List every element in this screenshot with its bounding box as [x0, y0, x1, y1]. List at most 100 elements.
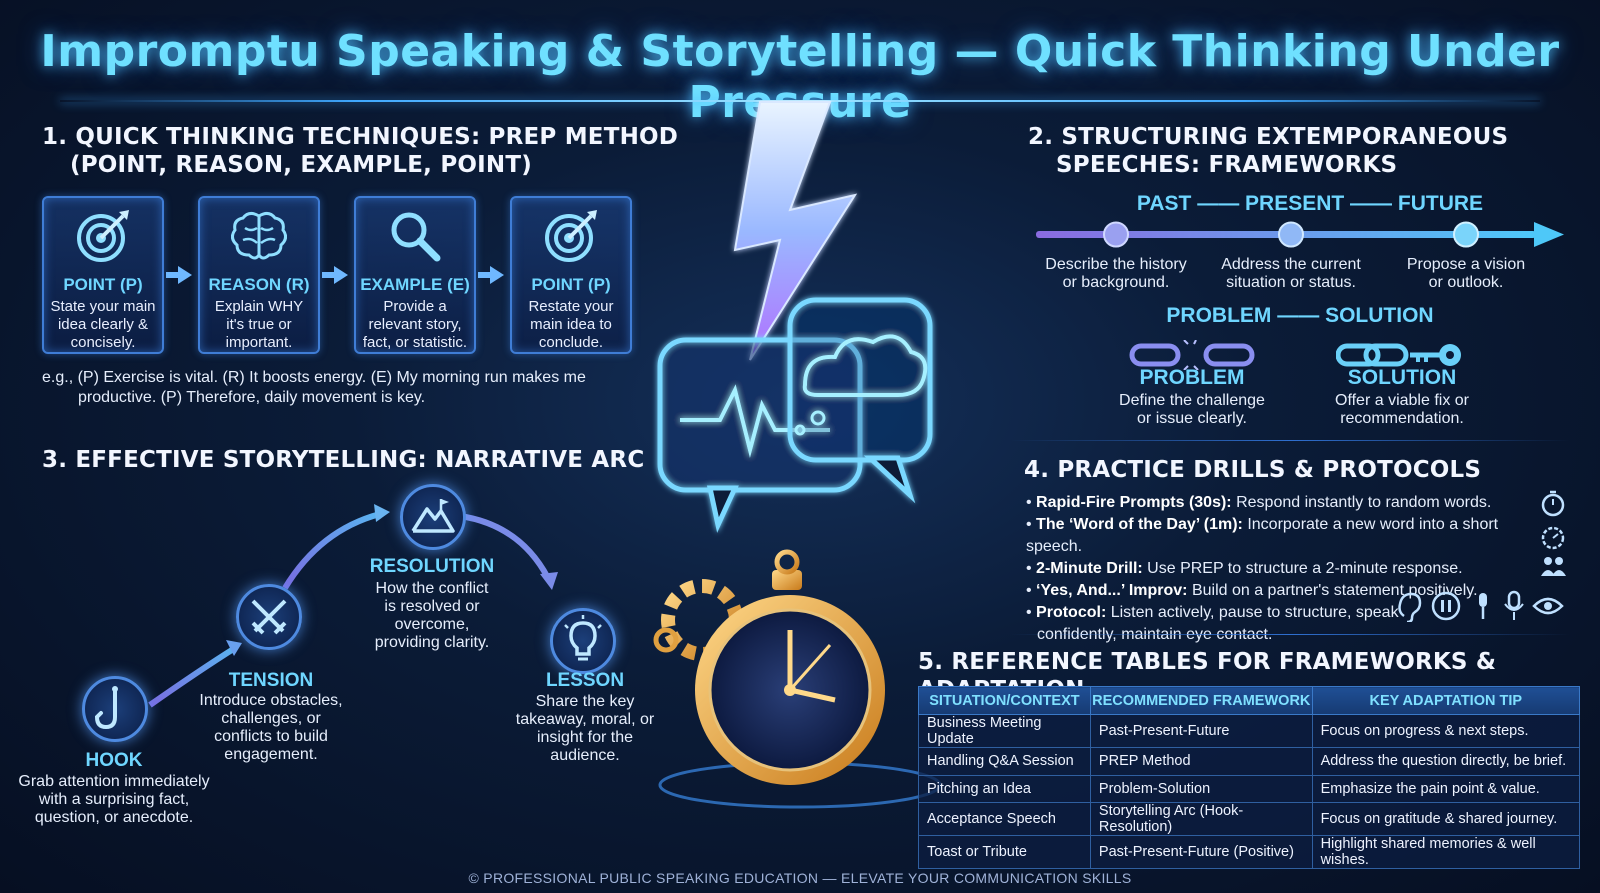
table-cell: Focus on gratitude & shared journey. — [1311, 802, 1581, 836]
lightbulb-icon — [564, 615, 602, 661]
timer-icon — [1541, 526, 1565, 550]
prep-example: e.g., (P) Exercise is vital. (R) It boos… — [42, 369, 586, 406]
table-cell: Handling Q&A Session — [918, 747, 1091, 776]
crossed-swords-icon — [251, 599, 287, 635]
table-cell: Focus on progress & next steps. — [1311, 714, 1581, 748]
prep-step-point: POINT (P) State your main idea clearly &… — [42, 196, 164, 354]
solution-desc: Offer a viable fix or recommendation. — [1335, 392, 1469, 427]
drill-item: • The ‘Word of the Day’ (1m): Incorporat… — [1026, 516, 1499, 555]
table-row: Pitching an Idea Problem-Solution Emphas… — [918, 774, 1581, 803]
arc-segment-2 — [282, 511, 381, 590]
prep-arrow — [322, 272, 336, 278]
tension-node — [236, 584, 302, 650]
stopwatch-icon — [1541, 490, 1565, 517]
timeline-title: PAST —— PRESENT —— FUTURE — [1136, 192, 1484, 215]
mountain-flag-icon — [411, 499, 455, 533]
table-row: Acceptance Speech Storytelling Arc (Hook… — [918, 802, 1581, 836]
arrow-icon — [540, 572, 558, 590]
col-header: Recommended Framework — [1089, 686, 1313, 715]
timeline-point-future — [1453, 221, 1479, 248]
section-divider — [1010, 634, 1570, 635]
table-cell: Business Meeting Update — [918, 714, 1091, 748]
microphone-icon — [1479, 593, 1487, 619]
tension-label: TENSION — [228, 670, 314, 691]
table-cell: Past-Present-Future — [1089, 714, 1313, 748]
prep-step-example: EXAMPLE (E) Provide a relevant story, fa… — [354, 196, 476, 354]
timeline-present-desc: Address the current situation or status. — [1221, 256, 1361, 291]
table-cell: Toast or Tribute — [918, 835, 1091, 869]
hook-icon — [94, 686, 118, 730]
table-row: Toast or Tribute Past-Present-Future (Po… — [918, 835, 1581, 869]
drills-list: • Rapid-Fire Prompts (30s): Respond inst… — [1026, 492, 1546, 646]
section-divider — [1010, 440, 1570, 441]
table-cell: Storytelling Arc (Hook-Resolution) — [1089, 802, 1313, 836]
table-cell: Pitching an Idea — [918, 774, 1091, 803]
arrow-right-icon — [490, 266, 504, 284]
people-icon — [1541, 557, 1566, 576]
reference-table: Situation/Context Recommended Framework … — [918, 686, 1581, 869]
footer-copyright: © PROFESSIONAL PUBLIC SPEAKING EDUCATION… — [468, 870, 1132, 886]
timeline-arrow-icon — [1534, 222, 1564, 247]
lesson-desc: Share the key takeaway, moral, or insigh… — [515, 693, 655, 764]
table-cell: Address the question directly, be brief. — [1311, 747, 1581, 776]
arrow-icon — [226, 640, 242, 656]
drill-item: • 2-Minute Drill: Use PREP to structure … — [1026, 560, 1463, 577]
lesson-label: LESSON — [545, 670, 625, 691]
protocol-icons — [1398, 590, 1564, 622]
prep-step-reason: REASON (R) Explain WHY it's true or impo… — [198, 196, 320, 354]
stopwatch-clock-icon — [653, 549, 942, 809]
broken-chain-icon — [1129, 340, 1255, 370]
problem-desc: Define the challenge or issue clearly. — [1119, 392, 1265, 427]
center-illustration — [653, 101, 942, 809]
mic-stand-icon — [1504, 590, 1524, 620]
table-cell: Acceptance Speech — [918, 802, 1091, 836]
magnifier-icon — [391, 212, 441, 262]
drill-item: • Protocol: Listen actively, pause to st… — [1026, 604, 1399, 621]
ear-icon — [1398, 592, 1422, 622]
drill-side-icons — [1541, 490, 1566, 576]
arrow-icon — [374, 504, 390, 522]
table-cell: Past-Present-Future (Positive) — [1089, 835, 1313, 869]
eye-icon — [1532, 597, 1564, 615]
problem-solution-title: PROBLEM —— SOLUTION — [1166, 304, 1434, 327]
table-row: Handling Q&A Session PREP Method Address… — [918, 747, 1581, 776]
resolution-desc: How the conflict is resolved or overcome… — [374, 580, 490, 651]
drill-item: • Rapid-Fire Prompts (30s): Respond inst… — [1026, 494, 1492, 511]
col-header: Situation/Context — [918, 686, 1091, 715]
arc-segment-3 — [459, 513, 551, 580]
timeline-point-past — [1103, 221, 1129, 248]
resolution-node — [400, 484, 466, 550]
hook-desc: Grab attention immediately with a surpri… — [18, 773, 210, 826]
hook-node — [82, 676, 148, 742]
solution-label: SOLUTION — [1347, 366, 1457, 389]
table-row: Business Meeting Update Past-Present-Fut… — [918, 714, 1581, 748]
tension-desc: Introduce obstacles, challenges, or conf… — [199, 692, 343, 763]
table-cell: Emphasize the pain point & value. — [1311, 774, 1581, 803]
chain-key-icon — [1336, 343, 1461, 367]
timeline-point-present — [1278, 221, 1304, 248]
arrow-right-icon — [334, 266, 348, 284]
timeline-bar — [1036, 221, 1564, 248]
prep-arrow — [478, 272, 492, 278]
hook-label: HOOK — [85, 750, 143, 771]
timeline-past-desc: Describe the history or background. — [1045, 256, 1187, 291]
prep-step-point-restate: POINT (P) Restate your main idea to conc… — [510, 196, 632, 354]
timeline-future-desc: Propose a vision or outlook. — [1406, 256, 1526, 291]
col-header: Key Adaptation Tip — [1311, 686, 1581, 715]
section3-heading: 3. Effective Storytelling: Narrative Arc — [42, 447, 645, 473]
table-cell: Highlight shared memories & well wishes. — [1311, 835, 1581, 869]
target-icon — [545, 210, 597, 262]
arrow-right-icon — [178, 266, 192, 284]
section1-heading: 1. Quick Thinking Techniques: PREP Metho… — [42, 124, 679, 178]
table-cell: PREP Method — [1089, 747, 1313, 776]
target-icon — [77, 210, 129, 262]
brain-icon — [230, 211, 288, 260]
speech-bubble-icon — [657, 297, 933, 533]
prep-arrow — [166, 272, 180, 278]
lesson-node — [550, 608, 616, 674]
table-cell: Problem-Solution — [1089, 774, 1313, 803]
pause-icon — [1431, 591, 1461, 621]
lightning-bolt-icon — [733, 101, 858, 361]
arc-segment-1 — [148, 645, 237, 708]
table-header-row: Situation/Context Recommended Framework … — [918, 686, 1581, 715]
